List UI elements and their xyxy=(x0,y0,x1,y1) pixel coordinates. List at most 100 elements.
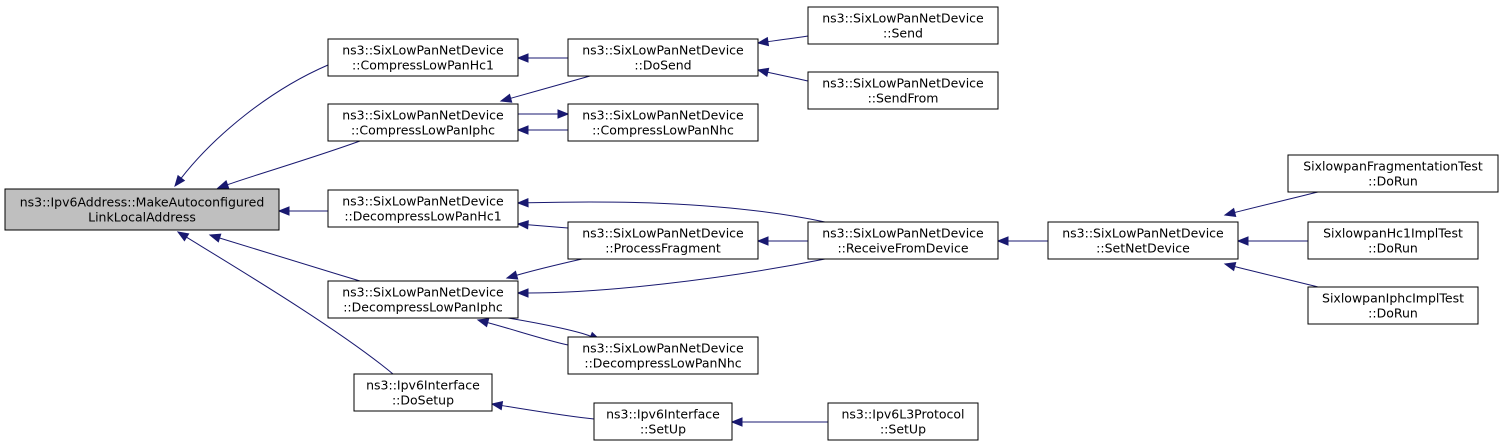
edge-pfrag-to-diphc xyxy=(505,258,583,280)
arrowhead xyxy=(557,109,570,119)
node-label-line: ns3::Ipv6Interface xyxy=(366,378,480,393)
arrowhead xyxy=(277,206,290,216)
node-diphc[interactable]: ns3::SixLowPanNetDevice::DecompressLowPa… xyxy=(327,280,519,319)
node-label-line: ns3::SixLowPanNetDevice xyxy=(822,76,984,91)
edge-line xyxy=(186,236,394,375)
arrowhead xyxy=(490,400,504,411)
node-label-line: ns3::Ipv6L3Protocol xyxy=(841,407,964,422)
node-label-line: ns3::SixLowPanNetDevice xyxy=(342,194,504,209)
arrowhead xyxy=(516,220,529,230)
arrowhead xyxy=(505,270,519,280)
node-label-line: ::DoRun xyxy=(1368,241,1418,256)
node-box[interactable] xyxy=(567,38,759,77)
edge-hc1test-to-setnd xyxy=(1236,236,1308,246)
arrowhead xyxy=(1223,207,1237,217)
arrowhead xyxy=(756,236,769,246)
node-label-line: ns3::Ipv6Interface xyxy=(606,407,720,422)
edge-line xyxy=(487,322,569,346)
node-box[interactable] xyxy=(1307,221,1479,260)
node-box[interactable] xyxy=(353,373,493,412)
edge-line xyxy=(501,405,595,420)
edge-line xyxy=(180,64,329,179)
node-box[interactable] xyxy=(4,188,280,231)
node-box[interactable] xyxy=(807,71,999,110)
arrowhead xyxy=(516,53,529,63)
node-label-line: ns3::SixLowPanNetDevice xyxy=(342,285,504,300)
edge-line xyxy=(767,35,809,43)
edge-iphc-to-cnhc xyxy=(518,109,570,119)
arrowhead xyxy=(499,93,513,103)
node-label-line: ::CompressLowPanIphc xyxy=(351,123,495,138)
node-label-line: ::DoRun xyxy=(1368,174,1418,189)
node-iphctest[interactable]: SixlowpanIphcImplTest::DoRun xyxy=(1307,286,1479,325)
node-label-line: SixlowpanHc1ImplTest xyxy=(1323,226,1463,241)
node-label-line: ::Send xyxy=(883,26,923,41)
edge-send-to-dosend xyxy=(756,35,809,47)
edge-sendfrom-to-dosend xyxy=(756,67,809,82)
node-l3up[interactable]: ns3::Ipv6L3Protocol::SetUp xyxy=(827,402,979,441)
edge-dosend-to-hc1 xyxy=(516,53,569,63)
node-label-line: SixlowpanFragmentationTest xyxy=(1303,159,1483,174)
node-label-line: ns3::SixLowPanNetDevice xyxy=(582,43,744,58)
node-box[interactable] xyxy=(327,189,519,228)
edge-recv-to-pfrag xyxy=(756,236,808,246)
node-recv[interactable]: ns3::SixLowPanNetDevice::ReceiveFromDevi… xyxy=(807,221,999,260)
node-label-line: ::SetUp xyxy=(640,422,686,437)
arrowhead xyxy=(174,174,186,188)
node-label-line: SixlowpanIphcImplTest xyxy=(1322,291,1464,306)
node-label-line: ns3::SixLowPanNetDevice xyxy=(582,108,744,123)
node-box[interactable] xyxy=(327,38,519,77)
node-box[interactable] xyxy=(1287,154,1499,193)
node-sendfrom[interactable]: ns3::SixLowPanNetDevice::SendFrom xyxy=(807,71,999,110)
edge-fragtest-to-setnd xyxy=(1223,191,1319,217)
node-box[interactable] xyxy=(327,280,519,319)
edge-line xyxy=(767,71,809,82)
edge-line xyxy=(516,258,583,276)
edge-line xyxy=(219,237,361,282)
edge-iphc-to-root xyxy=(216,140,361,190)
arrowhead xyxy=(756,36,770,47)
node-hc1test[interactable]: SixlowpanHc1ImplTest::DoRun xyxy=(1307,221,1479,260)
node-box[interactable] xyxy=(567,103,759,142)
node-box[interactable] xyxy=(807,221,999,260)
node-label-line: ::CompressLowPanHc1 xyxy=(352,58,494,73)
node-root[interactable]: ns3::Ipv6Address::MakeAutoconfiguredLink… xyxy=(4,188,280,231)
node-dhc1[interactable]: ns3::SixLowPanNetDevice::DecompressLowPa… xyxy=(327,189,519,228)
node-box[interactable] xyxy=(327,103,519,142)
node-iphc[interactable]: ns3::SixLowPanNetDevice::CompressLowPanI… xyxy=(327,103,519,142)
edge-line xyxy=(227,140,361,186)
arrowhead xyxy=(516,288,529,298)
node-hc1[interactable]: ns3::SixLowPanNetDevice::CompressLowPanH… xyxy=(327,38,519,77)
node-fragtest[interactable]: SixlowpanFragmentationTest::DoRun xyxy=(1287,154,1499,193)
edge-dnhc-to-diphc xyxy=(476,318,569,346)
arrowhead xyxy=(476,318,490,328)
node-dnhc[interactable]: ns3::SixLowPanNetDevice::DecompressLowPa… xyxy=(567,336,759,375)
node-label-line: ::SetNetDevice xyxy=(1096,241,1190,256)
node-v6setup[interactable]: ns3::Ipv6Interface::DoSetup xyxy=(353,373,493,412)
node-box[interactable] xyxy=(593,402,733,441)
node-label-line: ns3::SixLowPanNetDevice xyxy=(342,43,504,58)
node-label-line: ::ReceiveFromDevice xyxy=(837,241,968,256)
node-label-line: ::CompressLowPanNhc xyxy=(592,123,734,138)
node-v6up[interactable]: ns3::Ipv6Interface::SetUp xyxy=(593,402,733,441)
node-box[interactable] xyxy=(827,402,979,441)
node-box[interactable] xyxy=(807,6,999,45)
node-box[interactable] xyxy=(1047,221,1239,260)
edge-diphc-to-root xyxy=(208,233,361,282)
node-pfrag[interactable]: ns3::SixLowPanNetDevice::ProcessFragment xyxy=(567,221,759,260)
node-label-line: ns3::Ipv6Address::MakeAutoconfigured xyxy=(20,195,265,210)
arrowhead xyxy=(516,125,529,135)
node-label-line: ::ProcessFragment xyxy=(605,241,721,256)
arrowhead xyxy=(208,233,222,243)
node-cnhc[interactable]: ns3::SixLowPanNetDevice::CompressLowPanN… xyxy=(567,103,759,142)
edge-line xyxy=(1234,191,1319,213)
node-box[interactable] xyxy=(1307,286,1479,325)
node-send[interactable]: ns3::SixLowPanNetDevice::Send xyxy=(807,6,999,45)
node-box[interactable] xyxy=(567,221,759,260)
node-setnd[interactable]: ns3::SixLowPanNetDevice::SetNetDevice xyxy=(1047,221,1239,260)
edge-line xyxy=(510,75,591,99)
edge-line xyxy=(527,224,569,229)
node-box[interactable] xyxy=(567,336,759,375)
node-dosend[interactable]: ns3::SixLowPanNetDevice::DoSend xyxy=(567,38,759,77)
